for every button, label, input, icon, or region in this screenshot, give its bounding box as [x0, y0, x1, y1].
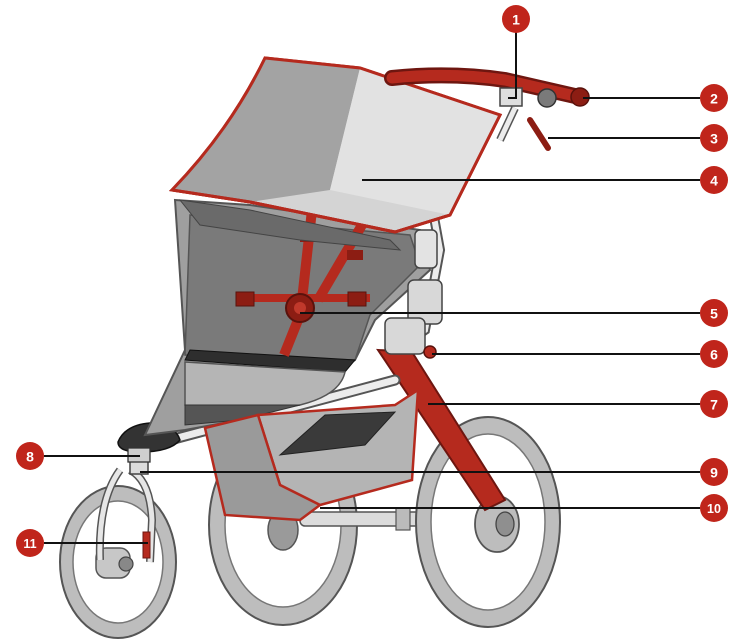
- callout-2: 2: [700, 84, 728, 112]
- callout-7: 7: [700, 390, 728, 418]
- callout-10: 10: [700, 494, 728, 522]
- canopy: [172, 58, 500, 250]
- svg-text:3: 3: [710, 131, 718, 147]
- svg-text:1: 1: [512, 12, 520, 28]
- svg-text:6: 6: [710, 347, 718, 363]
- callout-1: 1: [502, 5, 530, 33]
- rear-right-wheel: [416, 417, 560, 627]
- callout-3: 3: [700, 124, 728, 152]
- svg-text:11: 11: [23, 537, 36, 551]
- svg-text:7: 7: [710, 397, 718, 413]
- callout-11: 11: [16, 529, 44, 557]
- callout-9: 9: [700, 458, 728, 486]
- svg-text:2: 2: [710, 91, 718, 107]
- callout-5: 5: [700, 299, 728, 327]
- front-wheel: [60, 486, 176, 638]
- svg-text:5: 5: [710, 306, 718, 322]
- svg-text:4: 4: [710, 173, 718, 189]
- callout-6: 6: [700, 340, 728, 368]
- callout-4: 4: [700, 166, 728, 194]
- callout-8: 8: [16, 442, 44, 470]
- svg-text:8: 8: [26, 449, 34, 465]
- svg-text:9: 9: [710, 465, 718, 481]
- svg-text:10: 10: [707, 502, 721, 516]
